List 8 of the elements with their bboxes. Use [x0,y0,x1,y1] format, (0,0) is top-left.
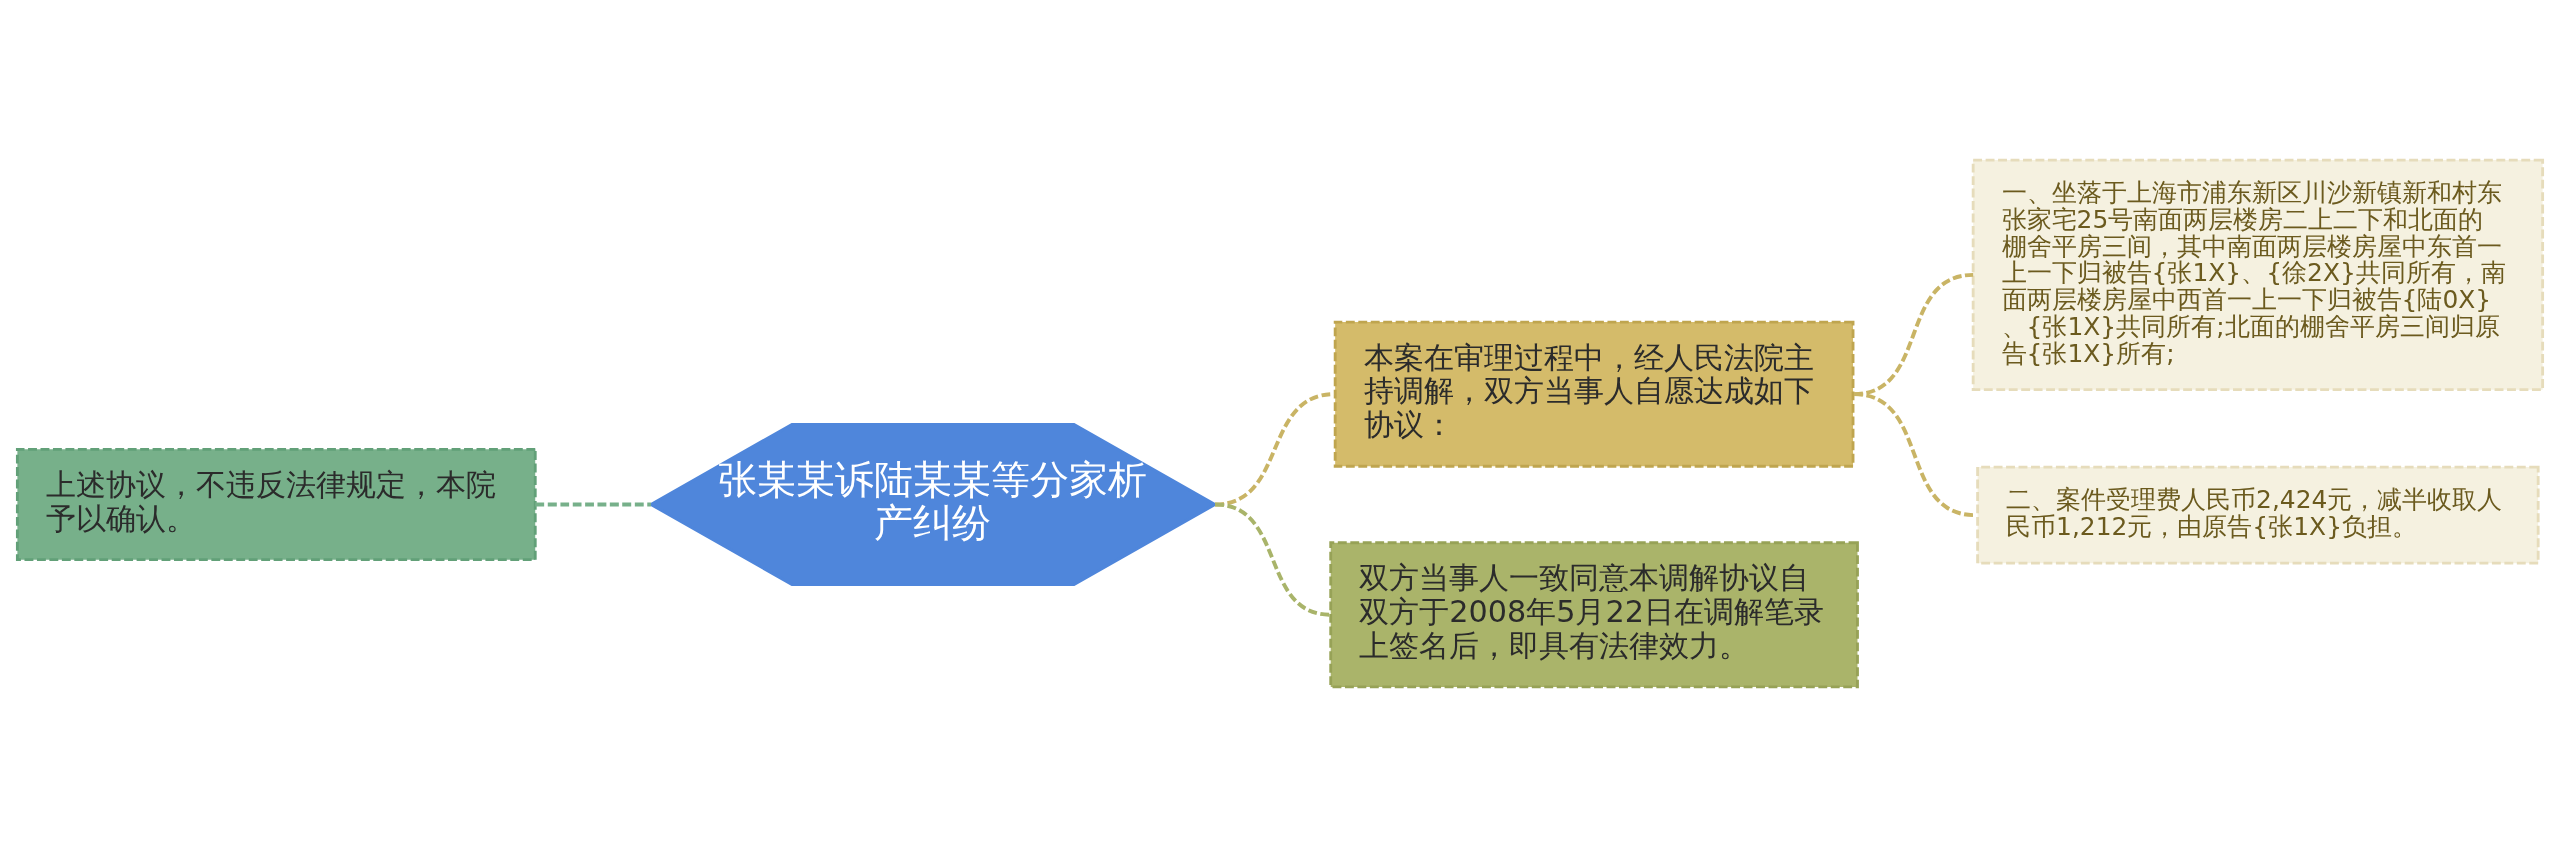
node-box: 本案在审理过程中，经人民法院主持调解，双方当事人自愿达成如下协议： [1333,320,1855,468]
connector [1214,502,1331,617]
connector [1853,391,1976,517]
node-box: 一、坐落于上海市浦东新区川沙新镇新和村东张家宅25号南面两层楼房二上二下和北面的棚舍平房三间，其中南面两层楼房屋中东首一上一下归被告{张1X}、{徐2X}共同所有，南面两层楼房屋中西首一上一下归被告{陆0X}、{张1X}共同所有;北面的棚舍平房三间归原告{张1X}所有; [1971,158,2545,391]
connector [535,502,651,506]
node-box: 上述协议，不违反法律规定，本院予以确认。 [15,447,537,561]
node-box: 双方当事人一致同意本调解协议自双方于2008年5月22日在调解笔录上签名后，即具有法律效力。 [1329,540,1859,688]
node-box: 二、案件受理费人民币2,424元，减半收取人民币1,212元，由原告{张1X}负担。 [1976,465,2540,565]
